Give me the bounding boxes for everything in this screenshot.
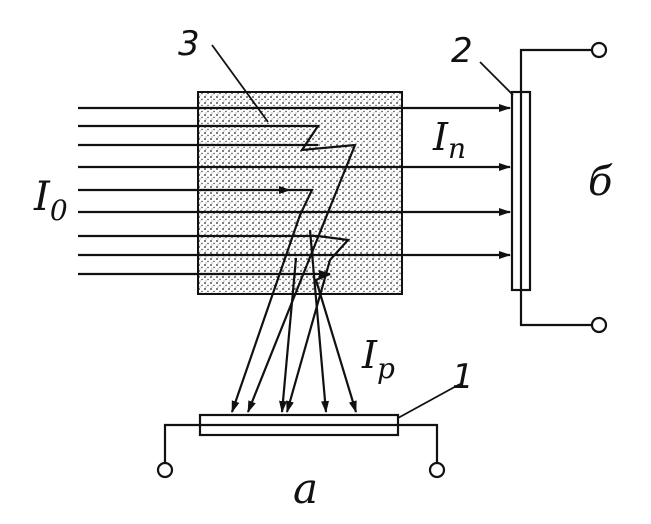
bottom-detector: [156, 413, 446, 479]
bottom-terminal-right: [428, 461, 446, 479]
medium-number: 3: [178, 24, 200, 64]
leader-3: [211, 44, 269, 123]
incident-beam: [78, 104, 511, 278]
side-terminal-bottom: [590, 316, 608, 334]
side-detector-number: 2: [451, 31, 473, 71]
scattering-medium: [197, 91, 403, 295]
bottom-caption: a: [293, 464, 318, 513]
scattered-label: Ip: [361, 333, 395, 385]
incident-label: I0: [33, 174, 68, 227]
side-detector: [510, 41, 608, 334]
bottom-detector-number: 1: [452, 357, 474, 397]
side-terminal-top: [590, 41, 608, 59]
leader-1: [397, 383, 461, 419]
leader-2: [479, 61, 514, 96]
side-caption: б: [588, 159, 613, 205]
transmitted-label: Iп: [432, 115, 466, 165]
scattered-rays: [230, 124, 358, 413]
bottom-terminal-left: [156, 461, 174, 479]
